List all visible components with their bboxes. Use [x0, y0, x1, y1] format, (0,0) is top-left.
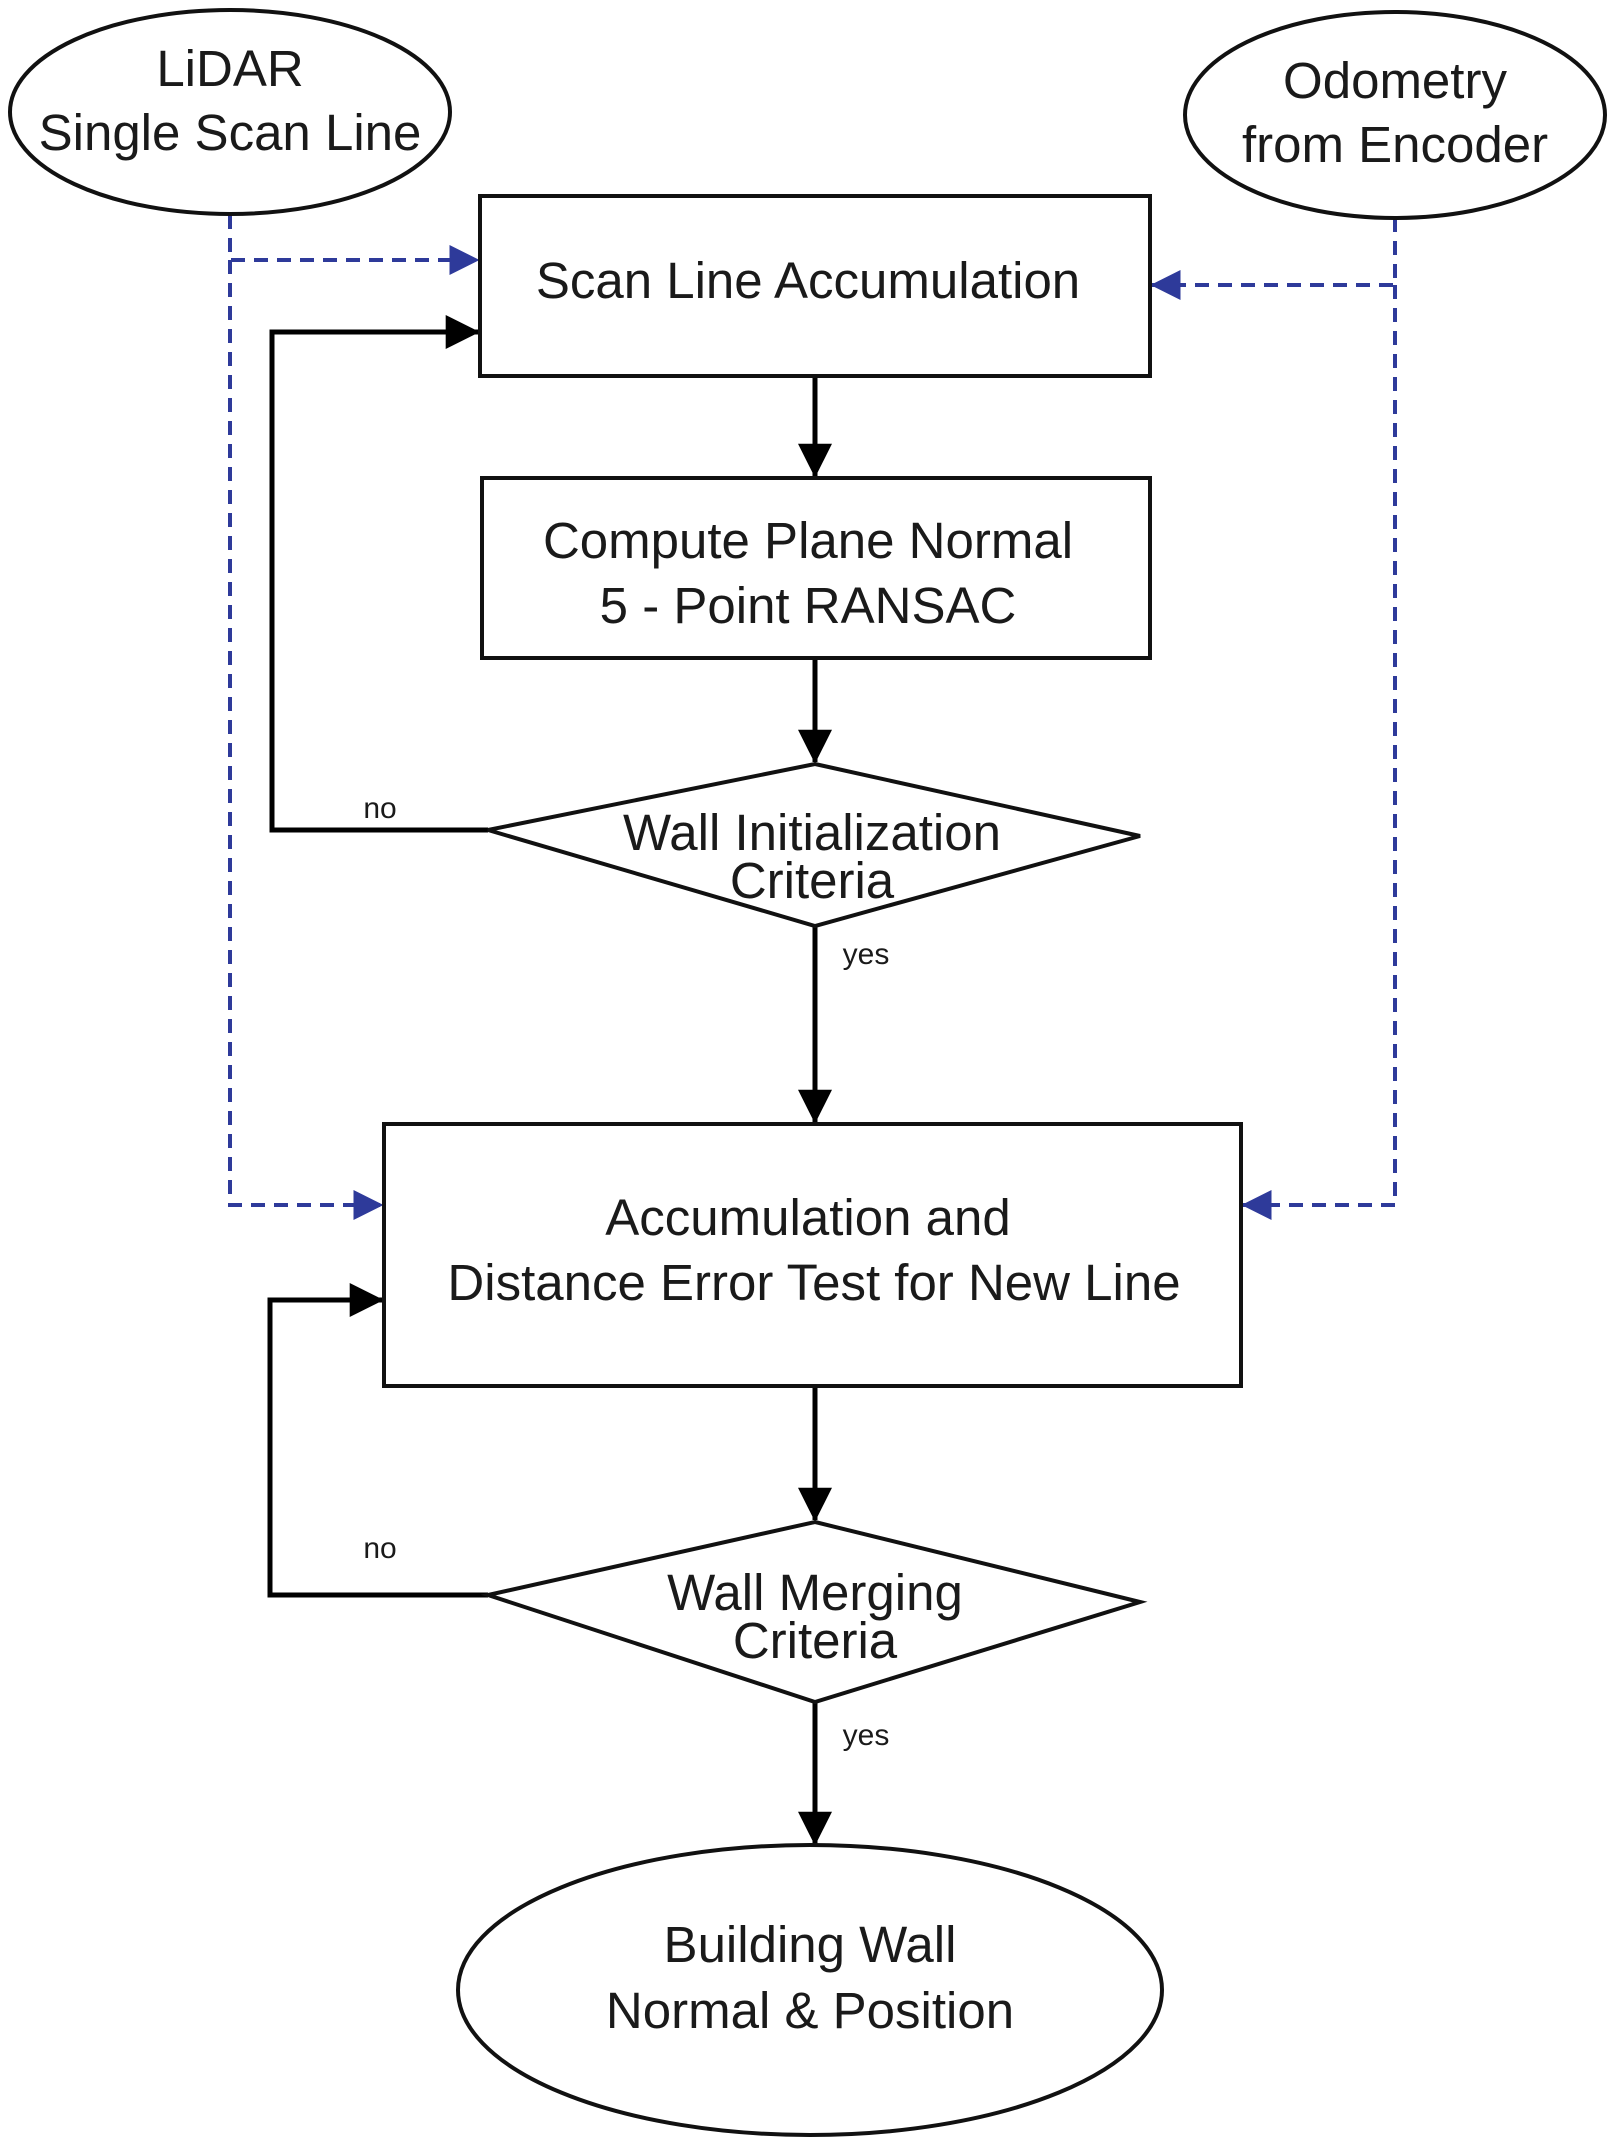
lidar-label-line1: LiDAR — [156, 40, 303, 97]
wall-merging-label-line2: Criteria — [733, 1612, 898, 1669]
odometry-label-line2: from Encoder — [1242, 116, 1548, 173]
lidar-to-accumulation-test-edge — [228, 260, 384, 1220]
building-wall-label-line2: Normal & Position — [606, 1982, 1014, 2039]
accumulation-test-label-line2: Distance Error Test for New Line — [447, 1254, 1180, 1311]
compute-plane-label-line2: 5 - Point RANSAC — [600, 577, 1017, 634]
init-yes-label: yes — [843, 938, 890, 971]
init-no-label: no — [363, 792, 396, 825]
wall-init-criteria-node: Wall Initialization Criteria — [487, 761, 1141, 929]
accumulation-test-node: Accumulation and Distance Error Test for… — [382, 1122, 1243, 1388]
accumulation-test-label-line1: Accumulation and — [605, 1189, 1010, 1246]
wall-init-label-line2: Criteria — [730, 852, 895, 909]
lidar-label-line2: Single Scan Line — [39, 104, 422, 161]
lidar-to-scan-accumulation-edge — [228, 215, 480, 275]
merge-yes-label: yes — [843, 1719, 890, 1752]
wall-merging-label-line1: Wall Merging — [667, 1564, 963, 1621]
wall-merging-criteria-node: Wall Merging Criteria — [480, 1519, 1148, 1705]
compute-plane-node: Compute Plane Normal 5 - Point RANSAC — [480, 476, 1152, 660]
scan-accumulation-label: Scan Line Accumulation — [536, 252, 1080, 309]
merge-no-loop-edge — [267, 1283, 488, 1598]
merge-no-label: no — [363, 1532, 396, 1565]
scan-accumulation-node: Scan Line Accumulation — [478, 194, 1152, 378]
wall-init-label-line1: Wall Initialization — [623, 804, 1001, 861]
odometry-label-line1: Odometry — [1283, 52, 1507, 109]
lidar-input-node: LiDAR Single Scan Line — [8, 8, 452, 216]
compute-plane-label-line1: Compute Plane Normal — [543, 512, 1073, 569]
odometry-to-scan-accumulation-edge — [1150, 218, 1397, 300]
init-no-loop-edge — [269, 315, 488, 833]
building-wall-output-node: Building Wall Normal & Position — [456, 1843, 1164, 2137]
building-wall-label-line1: Building Wall — [664, 1916, 957, 1973]
odometry-to-accumulation-test-edge — [1241, 285, 1397, 1220]
odometry-input-node: Odometry from Encoder — [1183, 10, 1607, 220]
